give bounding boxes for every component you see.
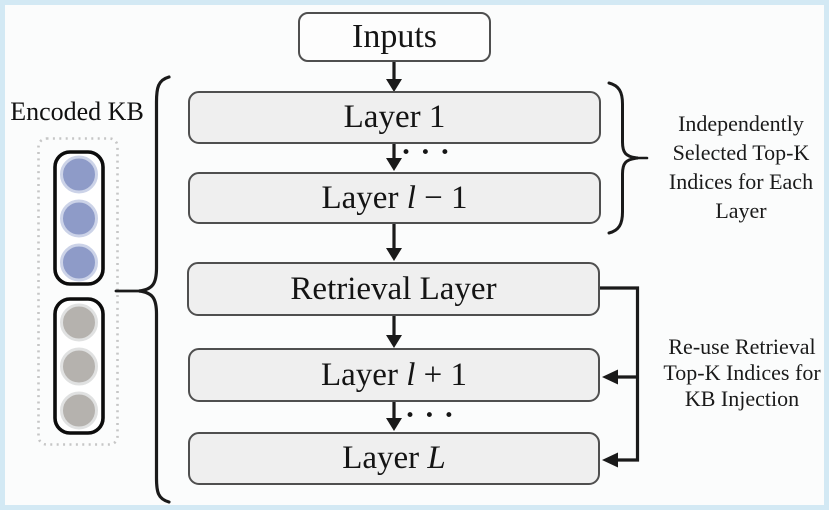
feedback-arrowhead-lp1 [602,369,618,385]
kb-entry-blue-1 [60,155,98,194]
annotation-line: Re-use Retrieval [668,334,816,359]
layer-l-plus-1-var: l [406,356,416,393]
arrow-lp1-to-layerL-head [386,418,402,431]
retrieval-layer-box: Retrieval Layer [187,262,600,316]
arrow-lm1-to-retrieval-head [386,248,402,261]
right-brace [607,81,639,235]
kb-entry-gray-1 [60,303,98,342]
annotation-line: Layer [715,198,767,223]
kb-entry-blue-3 [60,243,98,282]
diagram-graphics [37,62,649,504]
arrow-retrieval-to-lp1-head [386,335,402,348]
annotation-line: Independently [678,111,804,136]
layer-L-label-pre: Layer [342,440,428,476]
layer-l-plus-1-label-post: + 1 [415,356,467,393]
encoded-kb-label: Encoded KB [10,97,144,126]
kb-entry-blue-2 [60,199,98,238]
layer-l-minus-1-box: Layer l − 1 [188,172,601,224]
kb-entry-gray-2 [60,347,98,386]
layer-l-plus-1-box: Layer l + 1 [188,348,600,402]
layer-L-var: L [427,440,446,476]
arrow-layer1-to-lm1-head [386,158,402,171]
annotation-line: Indices for Each [668,169,814,194]
kb-entry-gray-3 [60,391,98,430]
ellipsis-dots-upper: • • • [401,143,452,163]
annotation-line: Top-K Indices for [663,360,821,385]
layer-l-plus-1-label-pre: Layer [321,356,407,393]
inputs-label: Inputs [352,18,437,55]
layer-l-minus-1-label-post: − 1 [415,179,468,216]
left-brace [138,75,171,504]
layer-L-box: Layer L [188,432,600,485]
layer-l-minus-1-var: l [406,179,416,216]
annotation-line: Selected Top-K [672,140,810,165]
arrow-inputs-to-layer1-head [386,79,402,92]
feedback-line-main [600,286,640,462]
inputs-box: Inputs [298,12,491,62]
annotation-reuse-topk: Re-use Retrieval Top-K Indices for KB In… [652,334,824,412]
annotation-independent-topk: Independently Selected Top-K Indices for… [650,109,824,225]
annotation-line: KB Injection [684,386,800,411]
feedback-arrowhead-layerL [602,452,618,468]
retrieval-layer-label: Retrieval Layer [290,270,497,307]
layer-1-box: Layer 1 [188,91,601,144]
layer-1-label: Layer 1 [343,99,446,135]
ellipsis-dots-lower: • • • [405,406,456,426]
layer-l-minus-1-label-pre: Layer [321,179,407,216]
